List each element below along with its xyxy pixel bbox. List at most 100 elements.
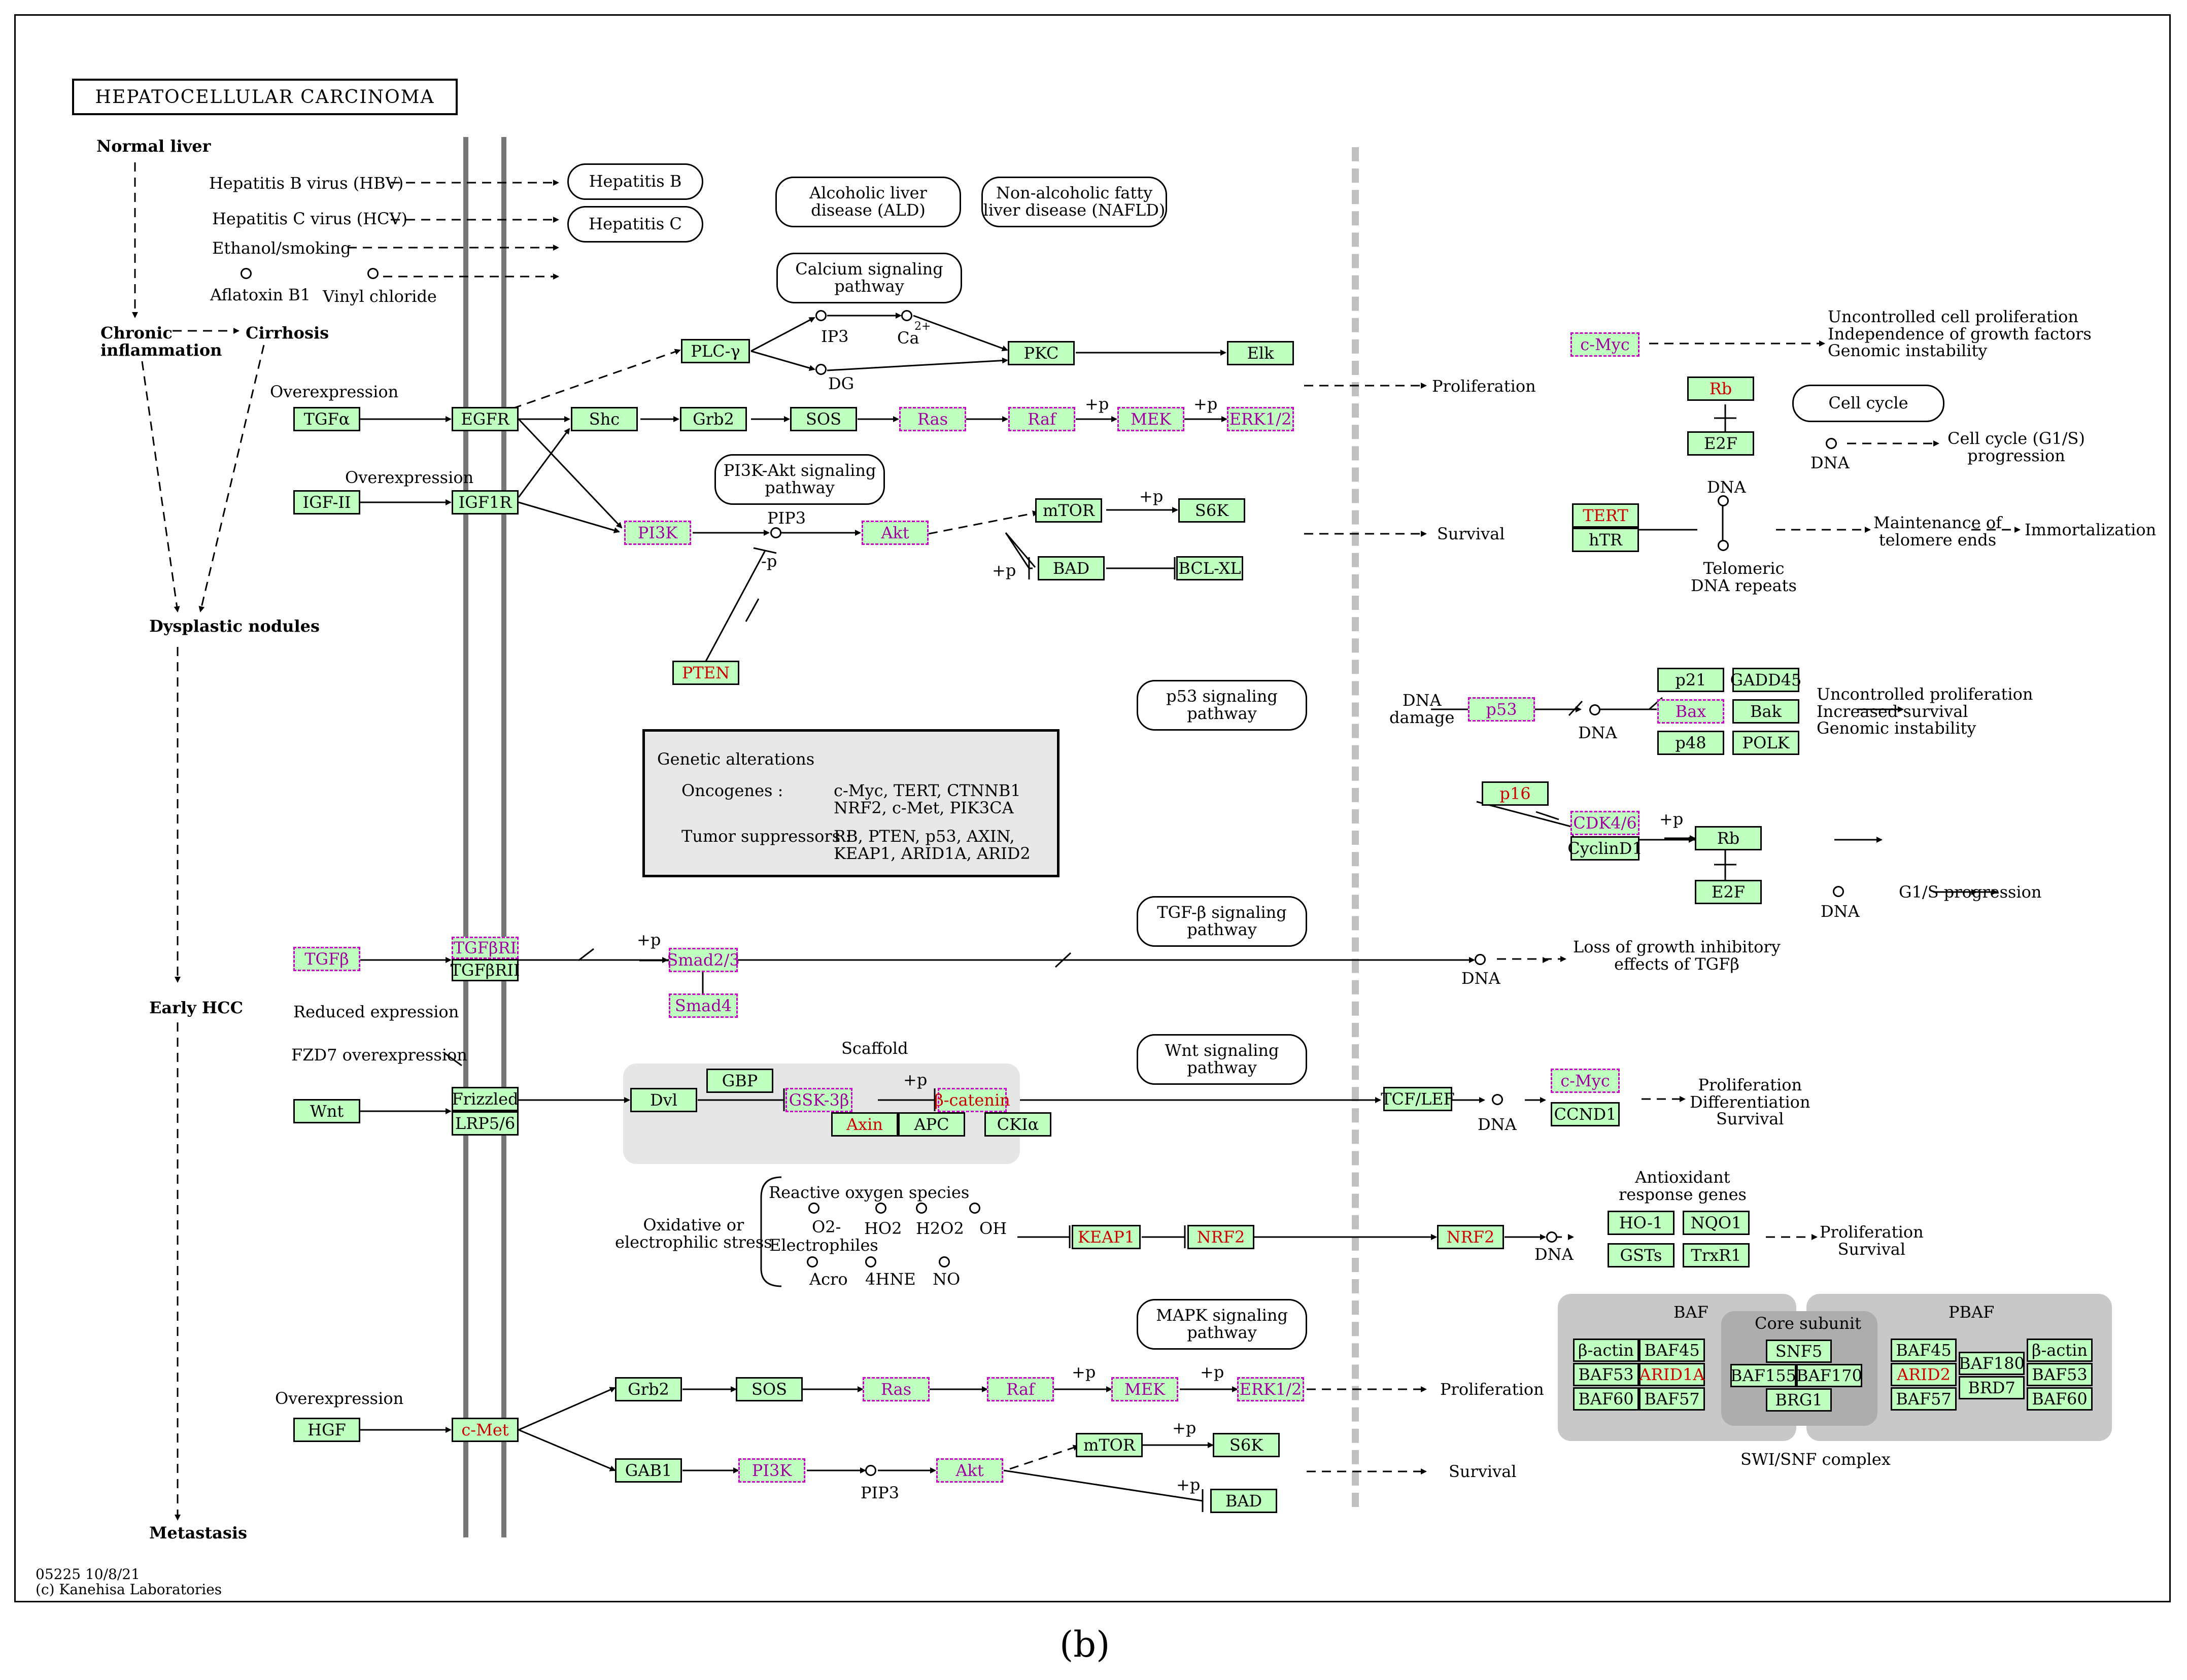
gene-sos-b[interactable]: SOS xyxy=(736,1377,803,1401)
gene-egfr[interactable]: EGFR xyxy=(452,407,519,431)
gene-e2f[interactable]: E2F xyxy=(1687,431,1754,456)
gene-baf170[interactable]: BAF170 xyxy=(1796,1364,1862,1387)
gene-gab1[interactable]: GAB1 xyxy=(615,1458,682,1483)
gene-pi3k[interactable]: PI3K xyxy=(624,521,691,545)
gene-baf45-b[interactable]: BAF45 xyxy=(1891,1339,1957,1362)
gene-htr[interactable]: hTR xyxy=(1572,528,1639,552)
pathway-hepatitis-c[interactable]: Hepatitis C xyxy=(567,206,703,243)
pathway-wnt[interactable]: Wnt signaling pathway xyxy=(1137,1034,1307,1085)
gene-rb-2[interactable]: Rb xyxy=(1695,826,1762,850)
gene-baf53-a[interactable]: BAF53 xyxy=(1573,1363,1639,1386)
gene-tert[interactable]: TERT xyxy=(1572,503,1639,528)
gene-cmyc[interactable]: c-Myc xyxy=(1570,332,1639,357)
gene-p16[interactable]: p16 xyxy=(1482,781,1549,806)
gene-bclxl[interactable]: BCL-XL xyxy=(1176,556,1243,580)
gene-mek-b[interactable]: MEK xyxy=(1111,1377,1178,1401)
gene-erk-b[interactable]: ERK1/2 xyxy=(1237,1377,1304,1401)
gene-polk[interactable]: POLK xyxy=(1732,731,1799,755)
gene-shc[interactable]: Shc xyxy=(571,407,638,431)
pathway-calcium[interactable]: Calcium signaling pathway xyxy=(776,253,962,303)
gene-baf60-a[interactable]: BAF60 xyxy=(1573,1387,1639,1411)
gene-keap1[interactable]: KEAP1 xyxy=(1072,1225,1141,1249)
gene-mtor[interactable]: mTOR xyxy=(1035,498,1102,523)
gene-bax[interactable]: Bax xyxy=(1657,699,1724,724)
gene-mek[interactable]: MEK xyxy=(1117,407,1184,431)
gene-lrp56[interactable]: LRP5/6 xyxy=(452,1111,519,1136)
gene-baf180[interactable]: BAF180 xyxy=(1959,1352,2025,1375)
pathway-ald[interactable]: Alcoholic liver disease (ALD) xyxy=(775,177,961,227)
gene-nrf2-a[interactable]: NRF2 xyxy=(1187,1225,1254,1249)
gene-baf57-b[interactable]: BAF57 xyxy=(1891,1387,1957,1411)
gene-cmet[interactable]: c-Met xyxy=(452,1418,519,1442)
gene-frizzled[interactable]: Frizzled xyxy=(452,1087,519,1111)
gene-pkc[interactable]: PKC xyxy=(1008,341,1075,365)
gene-ho1[interactable]: HO-1 xyxy=(1608,1211,1675,1235)
gene-cdk46[interactable]: CDK4/6 xyxy=(1570,811,1639,835)
gene-p48[interactable]: p48 xyxy=(1657,731,1724,755)
gene-raf-b[interactable]: Raf xyxy=(987,1377,1054,1401)
gene-cyclind1[interactable]: CyclinD1 xyxy=(1567,836,1643,861)
gene-nrf2-b[interactable]: NRF2 xyxy=(1437,1225,1504,1249)
gene-baf57-a[interactable]: BAF57 xyxy=(1639,1387,1705,1411)
pathway-tgfb[interactable]: TGF-β signaling pathway xyxy=(1137,896,1307,947)
gene-bak[interactable]: Bak xyxy=(1732,699,1799,724)
gene-baf45-a[interactable]: BAF45 xyxy=(1639,1339,1705,1362)
gene-ccnd1[interactable]: CCND1 xyxy=(1551,1102,1620,1126)
gene-bad-b[interactable]: BAD xyxy=(1210,1489,1277,1513)
gene-gbp[interactable]: GBP xyxy=(706,1069,773,1093)
gene-tgfbr2[interactable]: TGFβRII xyxy=(451,959,520,981)
gene-wnt[interactable]: Wnt xyxy=(293,1099,360,1123)
gene-plcg[interactable]: PLC-γ xyxy=(681,339,750,363)
gene-baf155[interactable]: BAF155 xyxy=(1730,1364,1796,1387)
gene-brg1[interactable]: BRG1 xyxy=(1766,1388,1832,1412)
gene-snf5[interactable]: SNF5 xyxy=(1766,1340,1832,1363)
gene-smad23[interactable]: Smad2/3 xyxy=(667,948,740,972)
gene-rb[interactable]: Rb xyxy=(1687,376,1754,401)
gene-gsk3b[interactable]: GSK-3β xyxy=(785,1088,852,1112)
gene-p53[interactable]: p53 xyxy=(1468,697,1535,722)
gene-arid2[interactable]: ARID2 xyxy=(1891,1363,1957,1386)
gene-baf60-b[interactable]: BAF60 xyxy=(2027,1387,2093,1411)
gene-tgfb[interactable]: TGFβ xyxy=(293,947,360,971)
gene-igf1r[interactable]: IGF1R xyxy=(452,490,519,515)
gene-gadd45[interactable]: GADD45 xyxy=(1730,668,1801,692)
pathway-cell-cycle[interactable]: Cell cycle xyxy=(1792,385,1944,422)
pathway-pi3k-akt[interactable]: PI3K-Akt signaling pathway xyxy=(714,454,885,505)
gene-apc[interactable]: APC xyxy=(898,1112,965,1137)
gene-sos[interactable]: SOS xyxy=(790,407,857,431)
gene-s6k-b[interactable]: S6K xyxy=(1213,1433,1280,1457)
gene-bactin-2[interactable]: β-actin xyxy=(2027,1339,2093,1362)
gene-trxr1[interactable]: TrxR1 xyxy=(1683,1243,1750,1267)
gene-cmyc-2[interactable]: c-Myc xyxy=(1551,1069,1620,1093)
gene-igf2[interactable]: IGF-II xyxy=(293,490,360,515)
pathway-mapk[interactable]: MAPK signaling pathway xyxy=(1137,1299,1307,1350)
gene-s6k[interactable]: S6K xyxy=(1178,498,1245,523)
gene-tgfbr1[interactable]: TGFβRI xyxy=(452,937,519,959)
pathway-nafld[interactable]: Non-alcoholic fatty liver disease (NAFLD… xyxy=(981,177,1167,227)
gene-axin[interactable]: Axin xyxy=(831,1112,898,1137)
gene-akt[interactable]: Akt xyxy=(862,521,929,545)
gene-bcatenin[interactable]: β-catenin xyxy=(934,1088,1010,1112)
gene-nqo1[interactable]: NQO1 xyxy=(1683,1211,1750,1235)
gene-erk[interactable]: ERK1/2 xyxy=(1227,407,1294,431)
gene-grb2-b[interactable]: Grb2 xyxy=(615,1377,682,1401)
gene-p21[interactable]: p21 xyxy=(1657,668,1724,692)
gene-raf[interactable]: Raf xyxy=(1008,407,1075,431)
gene-tcflef[interactable]: TCF/LEF xyxy=(1381,1087,1455,1111)
gene-bad[interactable]: BAD xyxy=(1038,556,1105,580)
gene-ras[interactable]: Ras xyxy=(899,407,966,431)
gene-pten[interactable]: PTEN xyxy=(672,661,739,685)
gene-brd7[interactable]: BRD7 xyxy=(1959,1376,2025,1399)
pathway-hepatitis-b[interactable]: Hepatitis B xyxy=(567,163,703,200)
gene-hgf[interactable]: HGF xyxy=(293,1418,360,1442)
gene-tgfa[interactable]: TGFα xyxy=(293,407,360,431)
gene-akt-b[interactable]: Akt xyxy=(936,1458,1003,1483)
gene-bactin-1[interactable]: β-actin xyxy=(1573,1339,1639,1362)
gene-arid1a[interactable]: ARID1A xyxy=(1639,1363,1705,1386)
gene-ras-b[interactable]: Ras xyxy=(863,1377,930,1401)
gene-dvl[interactable]: Dvl xyxy=(630,1088,697,1112)
gene-smad4[interactable]: Smad4 xyxy=(669,993,738,1018)
gene-elk[interactable]: Elk xyxy=(1227,341,1294,365)
pathway-p53[interactable]: p53 signaling pathway xyxy=(1137,680,1307,731)
gene-baf53-b[interactable]: BAF53 xyxy=(2027,1363,2093,1386)
